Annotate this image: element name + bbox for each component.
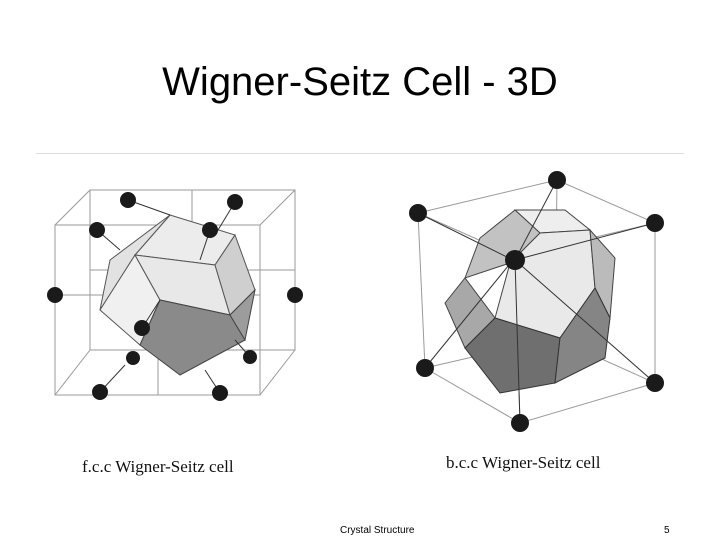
atom bbox=[548, 171, 566, 189]
fcc-wigner-seitz-figure bbox=[47, 189, 303, 401]
atom bbox=[92, 384, 108, 400]
atom bbox=[227, 194, 243, 210]
atom bbox=[120, 192, 136, 208]
title-divider bbox=[36, 153, 684, 154]
atom bbox=[287, 287, 303, 303]
atom bbox=[505, 250, 525, 270]
atom bbox=[646, 374, 664, 392]
atom bbox=[126, 351, 140, 365]
fcc-face-lower-right bbox=[229, 288, 256, 342]
atom bbox=[243, 350, 257, 364]
footer-label: Crystal Structure bbox=[340, 525, 415, 536]
bcc-face-lower-right bbox=[554, 287, 611, 384]
atom bbox=[134, 320, 150, 336]
atom bbox=[646, 214, 664, 232]
atom bbox=[89, 222, 105, 238]
page-number: 5 bbox=[664, 525, 670, 536]
slide-title: Wigner-Seitz Cell - 3D bbox=[162, 60, 558, 104]
atom bbox=[409, 204, 427, 222]
bcc-atoms bbox=[409, 171, 664, 432]
bcc-caption: b.c.c Wigner-Seitz cell bbox=[446, 453, 601, 472]
bcc-wigner-seitz-figure bbox=[409, 171, 664, 432]
atom bbox=[47, 287, 63, 303]
atom bbox=[511, 414, 529, 432]
fcc-atoms bbox=[47, 192, 303, 401]
fcc-caption: f.c.c Wigner-Seitz cell bbox=[82, 457, 234, 476]
atom bbox=[416, 359, 434, 377]
atom bbox=[212, 385, 228, 401]
bcc-face-upper-left bbox=[464, 209, 541, 279]
atom bbox=[202, 222, 218, 238]
